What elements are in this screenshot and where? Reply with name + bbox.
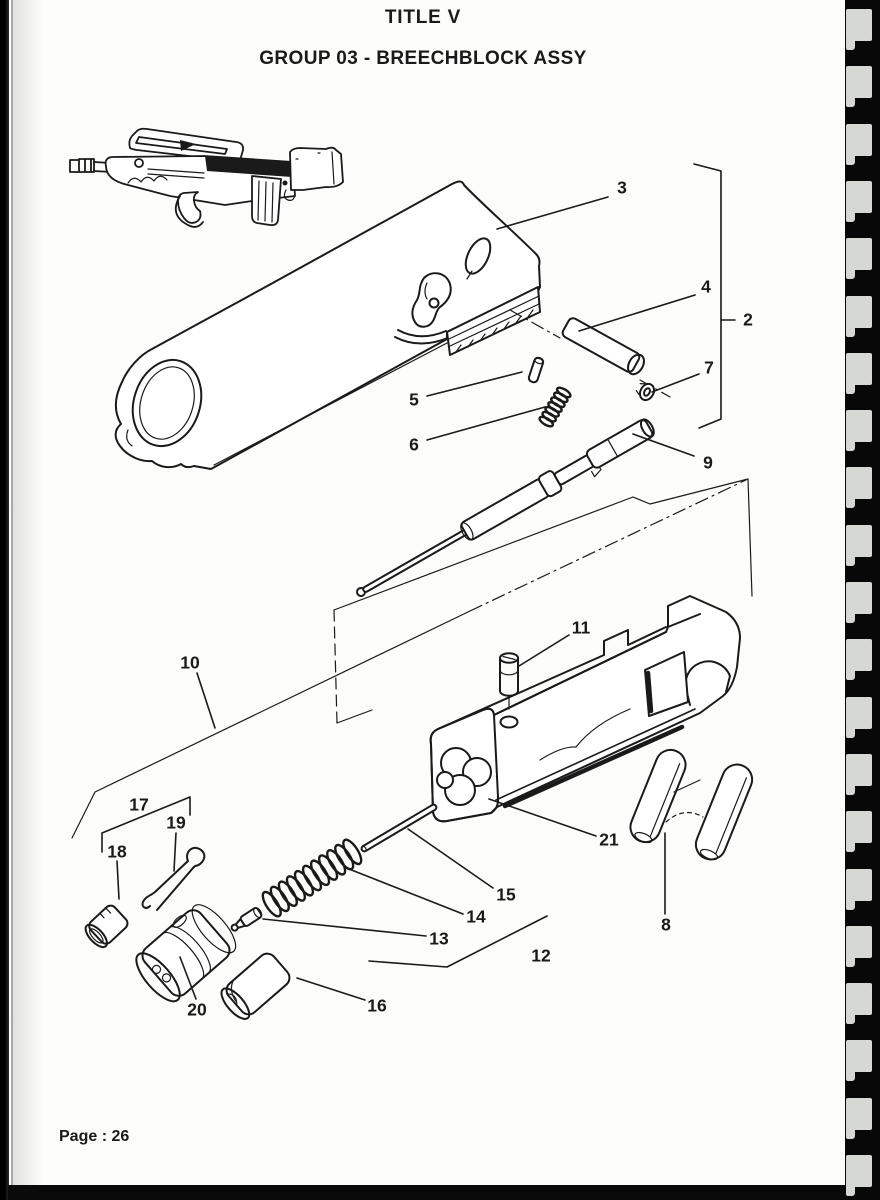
part-callout-20: 20 — [187, 999, 207, 1020]
part-cap-18 — [84, 904, 129, 949]
part-cotter-pin-19 — [141, 846, 206, 911]
binding-tooth — [846, 180, 872, 222]
binding-tooth — [846, 1155, 872, 1196]
part-callout-21: 21 — [599, 829, 619, 850]
part-callout-7: 7 — [704, 357, 714, 378]
binding-tooth — [846, 639, 872, 681]
rifle-thumbnail — [69, 127, 344, 228]
part-callout-4: 4 — [701, 276, 711, 297]
part-callout-16: 16 — [367, 995, 387, 1016]
part-tip-13 — [230, 907, 263, 932]
scan-edge-bottom — [8, 1185, 880, 1200]
binding-tooth — [846, 1040, 872, 1082]
binding-tooth — [846, 983, 872, 1025]
binding-tooth — [846, 753, 872, 795]
part-cylinder-16 — [220, 952, 291, 1020]
part-ring-7 — [635, 382, 656, 402]
bracket-12 — [368, 915, 548, 968]
part-plunger-11 — [499, 652, 519, 729]
binding-tooth — [846, 696, 872, 738]
part-callout-2: 2 — [743, 309, 753, 330]
part-cam-8 — [629, 748, 754, 861]
part-cover — [114, 180, 541, 470]
part-breechblock-carrier — [429, 595, 741, 823]
binding-tooth — [846, 238, 872, 280]
part-callout-17: 17 — [129, 794, 149, 815]
binding-tooth — [846, 295, 872, 337]
part-callout-5: 5 — [409, 389, 419, 410]
part-rod-15 — [360, 803, 438, 853]
part-callout-18: 18 — [107, 841, 127, 862]
scan-edge-left — [0, 0, 9, 1200]
bracket-17 — [101, 796, 191, 853]
part-callout-15: 15 — [496, 884, 516, 905]
leader-lines — [101, 163, 736, 1001]
scan-edge-shade — [13, 0, 43, 1200]
binding-tooth — [846, 524, 872, 566]
binding-tooth — [846, 582, 872, 623]
part-cylinder-20 — [135, 904, 237, 1003]
part-spring-6 — [538, 386, 572, 428]
binding-tooth — [846, 467, 872, 509]
part-spring-14 — [261, 838, 363, 918]
binding-tooth — [846, 66, 872, 108]
binding-tooth — [846, 9, 872, 50]
page-number: Page : 26 — [59, 1128, 130, 1145]
binding-tooth — [846, 925, 872, 967]
binding-tooth — [846, 811, 872, 853]
part-callout-9: 9 — [703, 452, 713, 473]
part-callout-11: 11 — [571, 617, 591, 638]
binding-tooth — [846, 410, 872, 452]
part-bolt-face-21 — [436, 747, 492, 806]
part-callout-3: 3 — [617, 177, 627, 198]
binding-tooth — [846, 868, 872, 910]
part-callout-14: 14 — [466, 906, 486, 927]
page-title: TITLE V — [384, 7, 462, 28]
page-subtitle: GROUP 03 - BREECHBLOCK ASSY — [259, 48, 587, 69]
part-callout-19: 19 — [166, 812, 186, 833]
part-callout-13: 13 — [429, 928, 449, 949]
binding-tooth — [846, 352, 872, 394]
part-callout-10: 10 — [180, 652, 200, 673]
binding-tooth — [846, 123, 872, 165]
part-callout-8: 8 — [661, 914, 671, 935]
scan-edge-line — [11, 0, 13, 1200]
part-firing-pin-9 — [356, 418, 655, 597]
binding-tooth — [846, 1097, 872, 1139]
bracket-2 — [693, 163, 736, 429]
part-callout-6: 6 — [409, 434, 419, 455]
part-pin-4 — [561, 317, 645, 376]
part-callout-12: 12 — [531, 945, 551, 966]
part-pin-5 — [527, 356, 545, 384]
axis-line-pin — [509, 309, 671, 398]
part-plate-10 — [71, 478, 753, 839]
binding-strip — [845, 0, 880, 1200]
